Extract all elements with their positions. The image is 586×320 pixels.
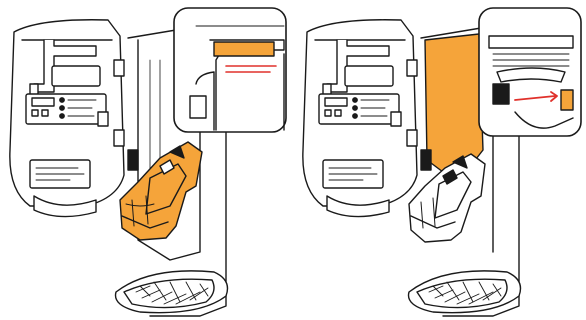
machine-door [10,20,124,217]
step-2-panel [293,0,586,320]
zoom-callout-icon [479,8,581,136]
step-2-illustration [293,0,586,320]
machine-door [303,20,417,217]
interior-chamber [425,34,483,172]
zoom-callout-icon [174,8,286,132]
step-1-panel [0,0,293,320]
step-1-illustration [0,0,293,320]
